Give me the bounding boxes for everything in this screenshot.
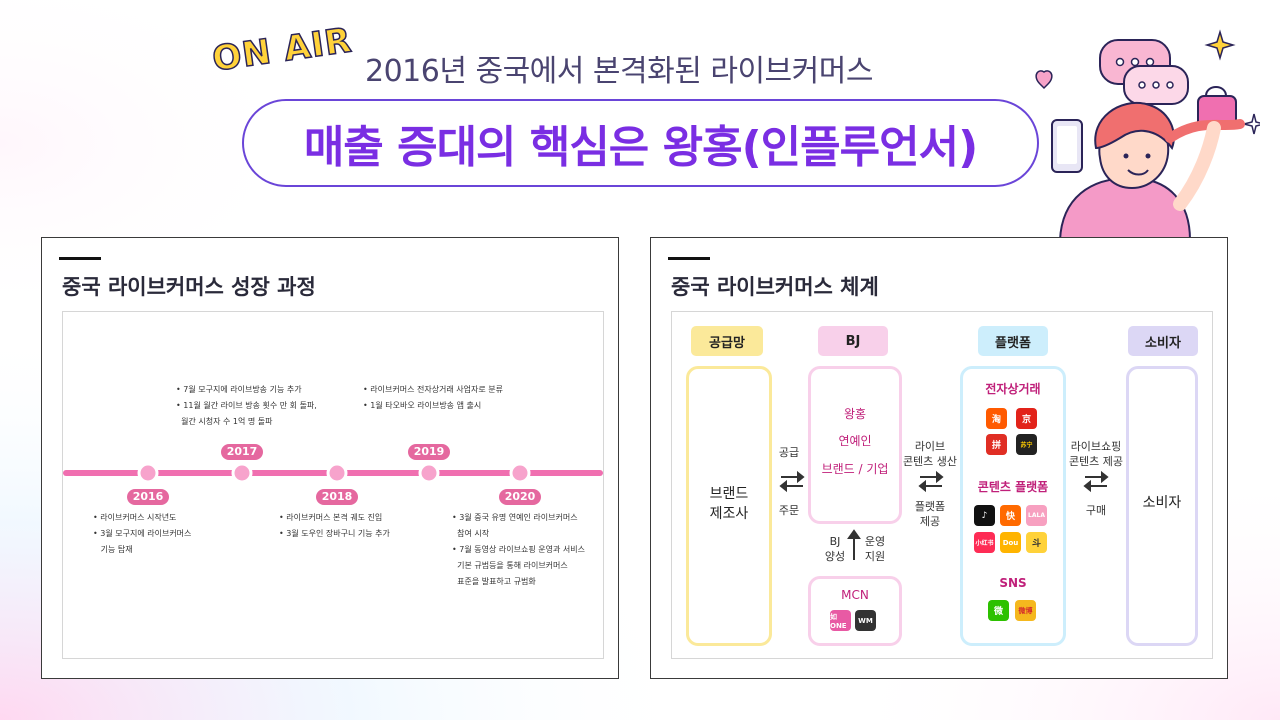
year-notes-2016: • 라이브커머스 시작년도 • 3월 모구지에 라이브커머스 기능 탑재	[93, 513, 192, 554]
year-notes-2020: • 3월 중국 유명 연예인 라이브커머스 참여 시작 • 7월 동영상 라이브…	[452, 513, 585, 586]
consumer-box-label: 소비자	[1142, 495, 1182, 511]
page-title: 매출 증대의 핵심은 왕홍(인플루언서)	[303, 122, 978, 173]
flow-arrows	[779, 470, 1109, 560]
column-header-platform: 플랫폼	[978, 326, 1048, 356]
platform-section-ecommerce: 전자상거래	[985, 382, 1041, 396]
panel-accent-bar	[668, 257, 710, 260]
consumer-box	[1126, 366, 1198, 646]
jd-icon: 京	[1016, 408, 1037, 429]
growth-panel: 중국 라이브커머스 성장 과정 2016 2017 2018 2019 2020…	[41, 237, 619, 679]
timeline-area: 2016 2017 2018 2019 2020 • 7월 모구지에 라이브방송…	[62, 311, 604, 659]
timeline-node	[509, 462, 531, 484]
wechat-icon: 微	[988, 600, 1009, 621]
year-badge-2017: 2017	[221, 444, 263, 460]
chat-bubble-icon	[1099, 39, 1189, 105]
huya-icon: 斗	[1026, 532, 1047, 553]
year-badge-2019: 2019	[408, 444, 450, 460]
column-header-consumer: 소비자	[1128, 326, 1198, 356]
heart-icon	[1035, 70, 1053, 90]
bj-box	[808, 366, 902, 524]
supply-box	[686, 366, 772, 646]
title-pill: 매출 증대의 핵심은 왕홍(인플루언서)	[242, 99, 1039, 187]
douyin-icon: ♪	[974, 505, 995, 526]
sparkle-icon	[1204, 29, 1236, 61]
panel-accent-bar	[59, 257, 101, 260]
growth-panel-title: 중국 라이브커머스 성장 과정	[62, 275, 316, 299]
on-air-badge: ON AIR	[209, 20, 355, 81]
year-notes-2019: • 라이브커머스 전자상거래 사업자로 분류 • 1월 타오바오 라이브방송 앱…	[363, 385, 504, 410]
timeline-line	[63, 462, 603, 484]
bj-item-brand: 브랜드 / 기업	[821, 462, 889, 476]
pinduoduo-icon: 拼	[986, 434, 1007, 455]
xiaohongshu-icon: 小红书	[974, 532, 995, 553]
bj-item-wanghong: 왕홍	[843, 407, 867, 421]
year-notes-2017: • 7월 모구지에 라이브방송 기능 추가 • 11월 월간 라이브 방송 횟수…	[176, 385, 317, 426]
timeline-node	[418, 462, 440, 484]
kuaishou-icon: 快	[1000, 505, 1021, 526]
flow-label-order: 주문	[778, 504, 800, 517]
smartphone-icon	[1051, 119, 1083, 173]
year-badge-2016: 2016	[127, 489, 169, 505]
page-subtitle: 2016년 중국에서 본격화된 라이브커머스	[365, 54, 873, 89]
system-panel-title: 중국 라이브커머스 체계	[671, 275, 879, 299]
bj-item-celebrity: 연예인	[838, 434, 872, 448]
platform-section-sns: SNS	[999, 576, 1027, 590]
year-badge-2020: 2020	[499, 489, 541, 505]
flow-label-supply: 공급	[778, 446, 800, 459]
influencer-illustration	[1035, 29, 1260, 240]
column-header-bj: BJ	[818, 326, 888, 356]
timeline-node	[326, 462, 348, 484]
year-notes-2018: • 라이브커머스 본격 궤도 진입 • 3월 도우인 장바구니 기능 추가	[279, 513, 390, 538]
timeline-node	[137, 462, 159, 484]
lala-icon: LALA	[1026, 505, 1047, 526]
mcn-label: MCN	[841, 588, 869, 602]
suning-icon: 苏宁	[1016, 434, 1037, 455]
mcn-logo-icon: WM	[855, 610, 876, 631]
flow-label-purchase: 구매	[1085, 504, 1107, 517]
taobao-icon: 淘	[986, 408, 1007, 429]
platform-section-content: 콘텐츠 플랫폼	[977, 480, 1049, 494]
column-header-supply: 공급망	[691, 326, 763, 356]
timeline-node	[231, 462, 253, 484]
douyu-icon: Dou	[1000, 532, 1021, 553]
year-badge-2018: 2018	[316, 489, 358, 505]
weibo-icon: 微博	[1015, 600, 1036, 621]
mcn-logo-icon: 如ONE	[830, 610, 851, 631]
sparkle-icon	[1243, 113, 1260, 135]
